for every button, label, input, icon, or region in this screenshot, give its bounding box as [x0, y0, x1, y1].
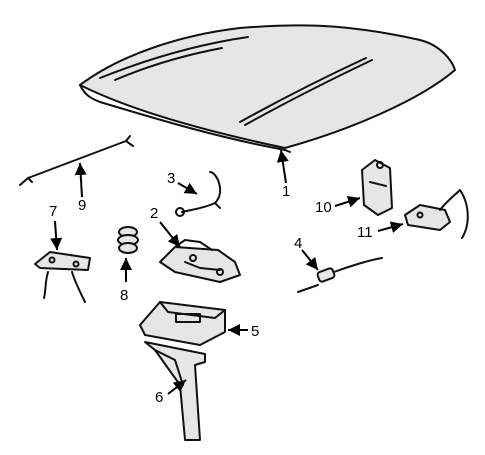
- latch-release-bracket: [175, 171, 222, 217]
- leader-1: [276, 149, 289, 184]
- leader-3: [177, 182, 198, 195]
- leader-2: [159, 221, 181, 248]
- callout-7: 7: [49, 203, 57, 220]
- callout-5: 5: [251, 323, 259, 340]
- callout-10: 10: [315, 199, 332, 216]
- hood-hinge-left: [361, 159, 393, 216]
- hood-panel: [79, 24, 456, 153]
- leader-6: [167, 379, 187, 395]
- latch-support: [139, 301, 226, 346]
- callout-11: 11: [357, 224, 373, 241]
- leader-7: [50, 220, 63, 251]
- callout-8: 8: [120, 287, 128, 304]
- leader-4: [301, 249, 319, 271]
- leader-9: [74, 162, 87, 198]
- callout-1: 1: [282, 183, 290, 200]
- callout-3: 3: [167, 170, 175, 187]
- hood-latch: [159, 239, 241, 283]
- hood-hinge-right: [404, 189, 469, 239]
- hood-bumper: [117, 226, 139, 254]
- latch-brace: [144, 341, 206, 441]
- leader-11: [377, 221, 404, 234]
- callout-6: 6: [155, 389, 163, 406]
- callout-9: 9: [78, 197, 86, 214]
- hood-release-cable: [297, 257, 383, 293]
- callout-4: 4: [294, 235, 302, 252]
- callout-2: 2: [150, 205, 158, 222]
- leader-10: [334, 195, 361, 208]
- hood-prop-rod: [19, 135, 134, 186]
- hood-bumper-bracket: [34, 251, 91, 303]
